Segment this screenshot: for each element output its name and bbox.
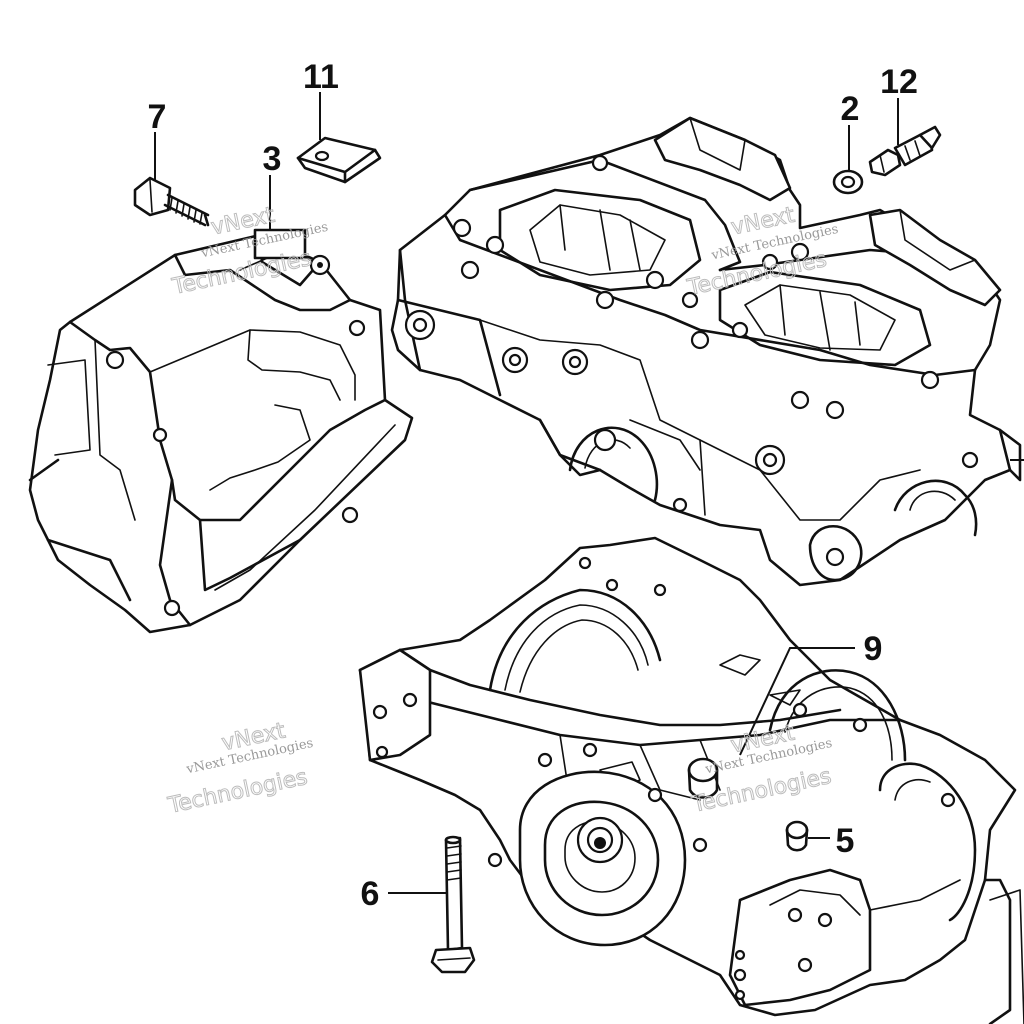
callout-7: 7 bbox=[148, 98, 167, 136]
callout-9: 9 bbox=[864, 630, 883, 668]
callout-3: 3 bbox=[263, 140, 282, 178]
bolt-7 bbox=[133, 176, 210, 227]
leader-lines bbox=[154, 92, 899, 894]
washer-2 bbox=[832, 169, 864, 195]
upper-crankcase bbox=[390, 116, 1024, 587]
callout-12: 12 bbox=[880, 63, 918, 101]
plate-11 bbox=[296, 136, 382, 184]
bolt-6 bbox=[430, 835, 476, 974]
callout-5: 5 bbox=[836, 822, 855, 860]
watermark-3: vNext vNext Technologies Technologies bbox=[165, 718, 315, 820]
callout-labels: 7 3 11 2 12 9 5 6 bbox=[148, 58, 918, 913]
callout-6: 6 bbox=[361, 875, 380, 913]
magneto-housing bbox=[28, 228, 414, 634]
fitting-12 bbox=[868, 125, 942, 177]
lower-crankcase bbox=[358, 536, 1024, 1024]
callout-11: 11 bbox=[303, 58, 339, 96]
callout-2: 2 bbox=[841, 90, 860, 128]
